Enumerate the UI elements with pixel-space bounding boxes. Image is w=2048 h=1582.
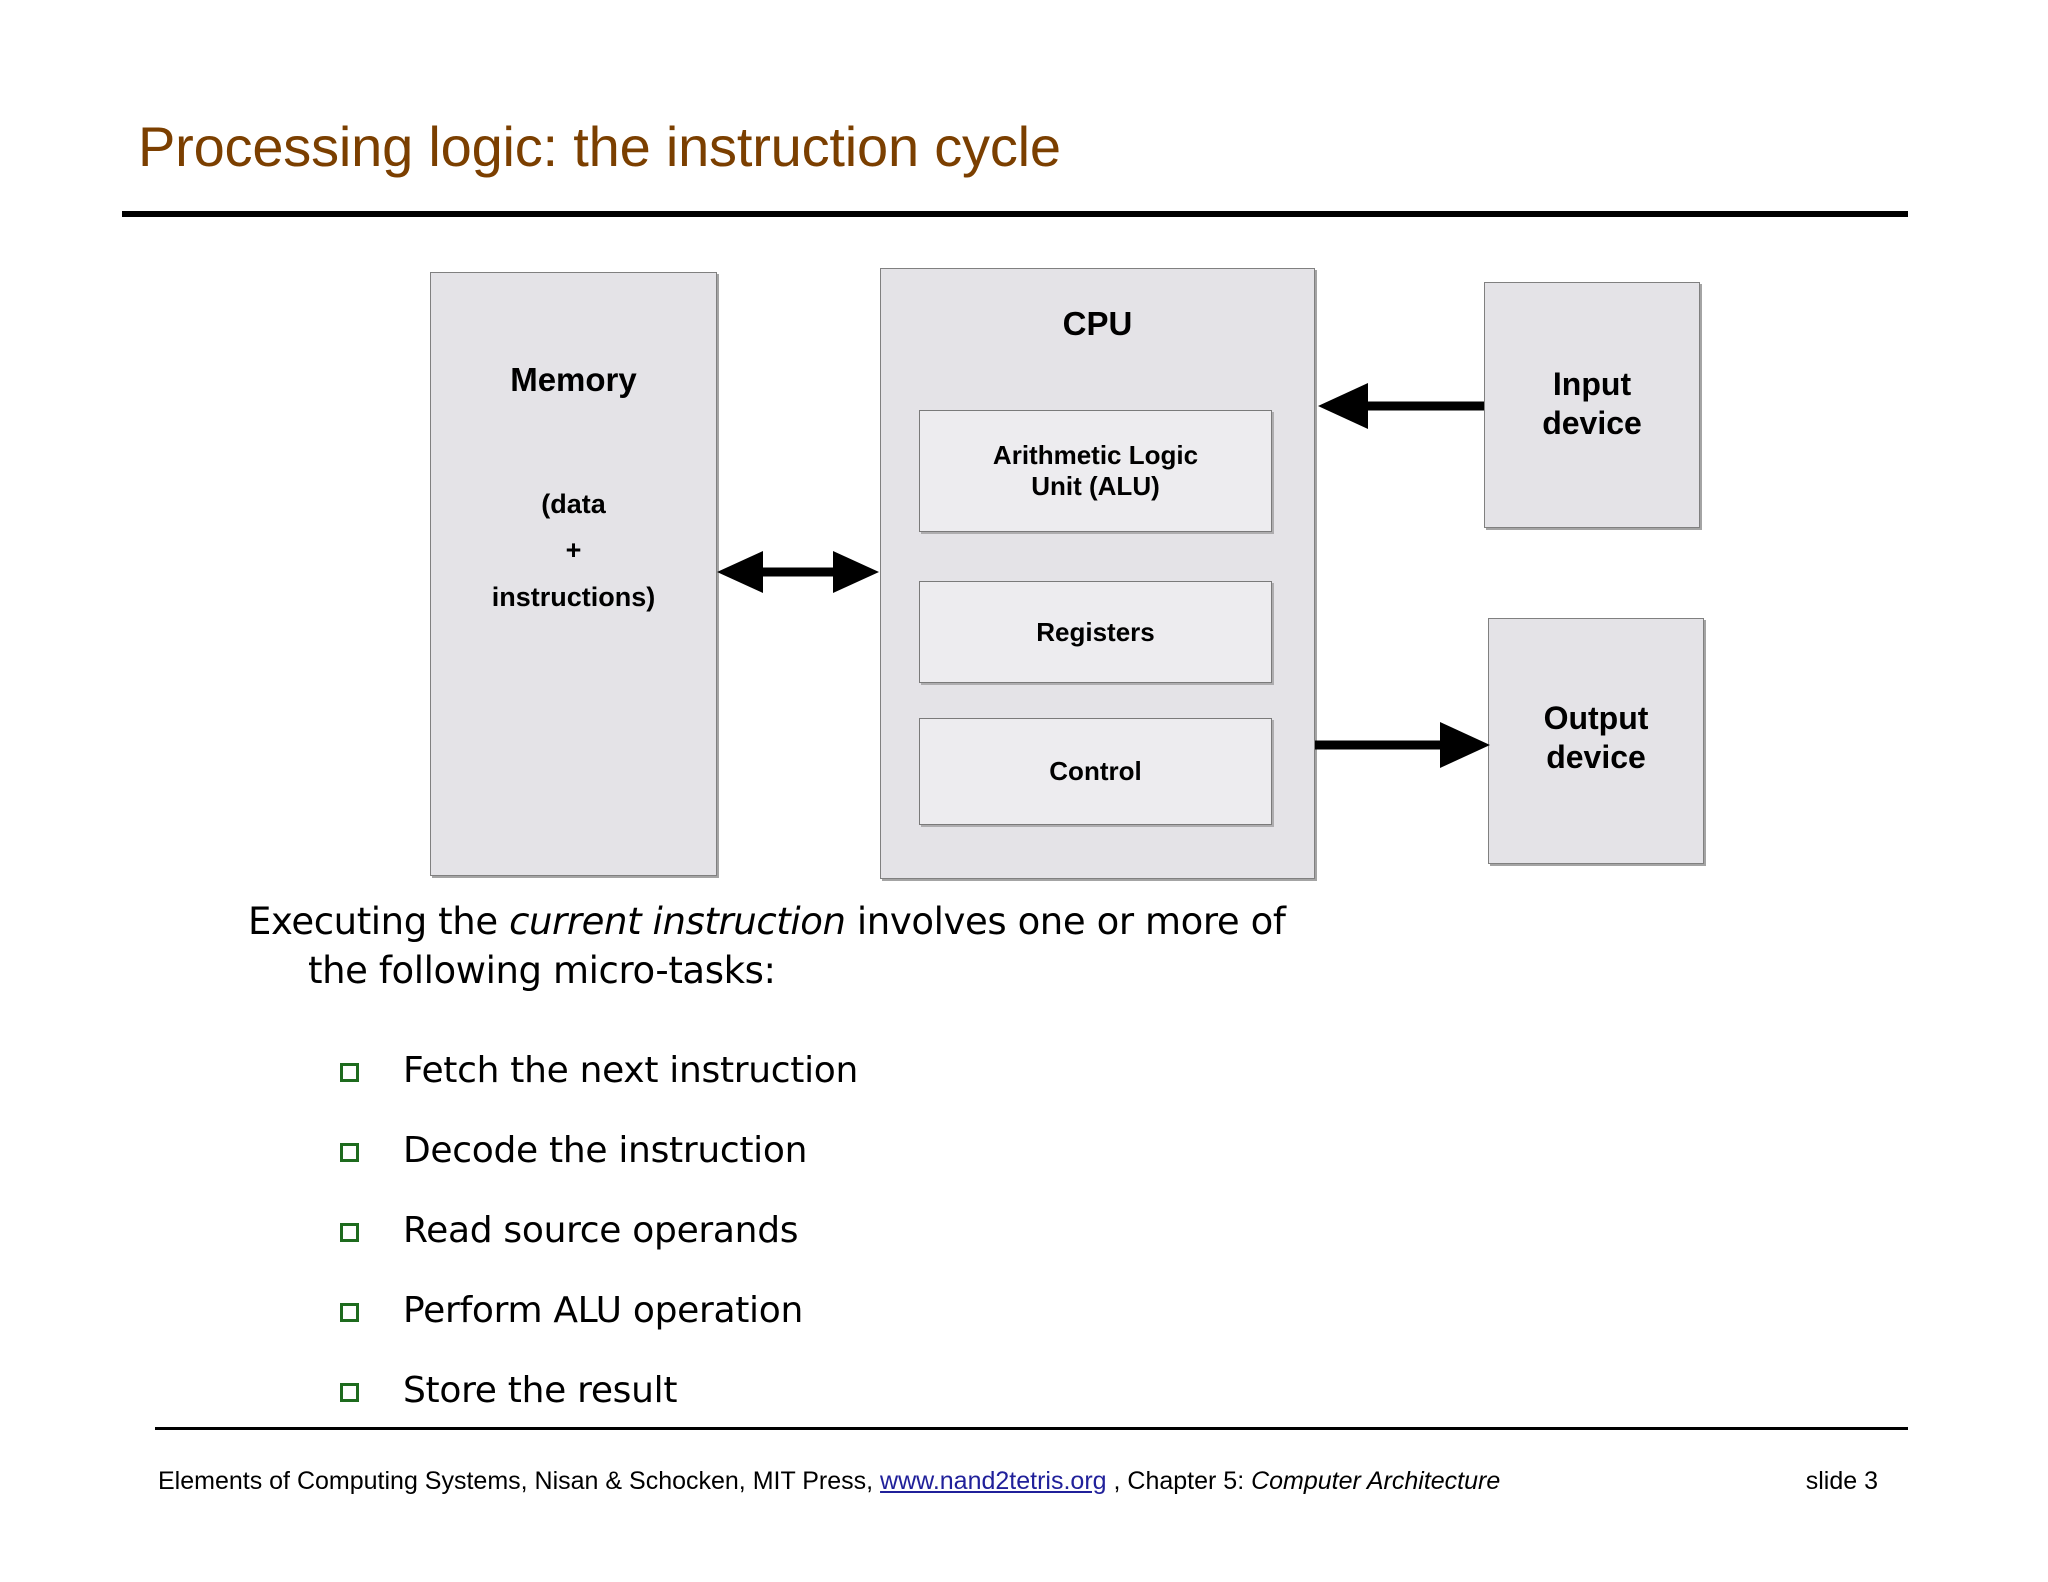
list-item[interactable]: Store the result xyxy=(340,1350,1440,1430)
control-box[interactable]: Control xyxy=(919,718,1272,825)
list-item[interactable]: Perform ALU operation xyxy=(340,1270,1440,1350)
slide-number: slide 3 xyxy=(1805,1467,1878,1495)
output-device-label: Output device xyxy=(1489,699,1703,777)
square-bullet-icon xyxy=(340,1142,359,1162)
list-item-label: Decode the instruction xyxy=(403,1129,808,1171)
micro-tasks-list: Fetch the next instruction Decode the in… xyxy=(340,1030,1440,1430)
footer: Elements of Computing Systems, Nisan & S… xyxy=(158,1467,1908,1496)
memory-sublabel: (data + instructions) xyxy=(431,481,716,620)
input-device-label: Input device xyxy=(1485,365,1699,443)
alu-label-line-2: Unit (ALU) xyxy=(1031,471,1160,501)
footer-divider xyxy=(155,1427,1908,1430)
input-device-label-line-2: device xyxy=(1542,405,1642,442)
intro-emphasis: current instruction xyxy=(509,900,846,943)
footer-chapter-title: Computer Architecture xyxy=(1251,1467,1501,1495)
list-item[interactable]: Read source operands xyxy=(340,1190,1440,1270)
square-bullet-icon xyxy=(340,1382,359,1402)
intro-text-part-1: Executing the xyxy=(248,900,510,943)
memory-cpu-bus-arrow xyxy=(717,551,879,593)
input-to-cpu-arrow xyxy=(1318,383,1484,429)
intro-text-part-2: involves one or more of xyxy=(845,900,1286,943)
registers-box[interactable]: Registers xyxy=(919,581,1272,683)
list-item-label: Store the result xyxy=(403,1369,678,1411)
list-item-label: Fetch the next instruction xyxy=(403,1049,859,1091)
alu-label: Arithmetic Logic Unit (ALU) xyxy=(993,440,1198,501)
cpu-to-output-arrow xyxy=(1315,722,1490,768)
square-bullet-icon xyxy=(340,1062,359,1082)
page-title: Processing logic: the instruction cycle xyxy=(138,115,1061,178)
memory-sub-line-1: (data xyxy=(541,489,606,519)
memory-sub-line-2: + xyxy=(565,535,582,566)
memory-sub-line-3: instructions) xyxy=(491,581,656,612)
alu-box[interactable]: Arithmetic Logic Unit (ALU) xyxy=(919,410,1272,532)
control-label: Control xyxy=(1049,756,1142,787)
footer-text-before-link: Elements of Computing Systems, Nisan & S… xyxy=(158,1467,881,1495)
memory-label: Memory xyxy=(510,361,637,398)
square-bullet-icon xyxy=(340,1302,359,1322)
input-device-box[interactable]: Input device xyxy=(1484,282,1700,528)
alu-label-line-1: Arithmetic Logic xyxy=(992,440,1199,471)
memory-box[interactable]: Memory (data + instructions) xyxy=(430,272,717,876)
intro-line-2: the following micro-tasks: xyxy=(308,948,776,992)
list-item-label: Perform ALU operation xyxy=(403,1289,803,1331)
footer-text-after-link: , Chapter 5: xyxy=(1106,1467,1252,1495)
list-item-label: Read source operands xyxy=(403,1209,799,1251)
input-device-label-line-1: Input xyxy=(1552,366,1632,402)
intro-paragraph: Executing the current instruction involv… xyxy=(248,898,1428,996)
output-device-label-line-1: Output xyxy=(1543,700,1649,736)
list-item[interactable]: Decode the instruction xyxy=(340,1110,1440,1190)
list-item[interactable]: Fetch the next instruction xyxy=(340,1030,1440,1110)
cpu-label: CPU xyxy=(1062,305,1133,342)
nand2tetris-link[interactable]: www.nand2tetris.org xyxy=(880,1467,1107,1495)
output-device-box[interactable]: Output device xyxy=(1488,618,1704,864)
output-device-label-line-2: device xyxy=(1546,739,1646,776)
footer-citation: Elements of Computing Systems, Nisan & S… xyxy=(158,1467,1500,1496)
title-divider xyxy=(122,211,1908,217)
registers-label: Registers xyxy=(1036,616,1155,647)
square-bullet-icon xyxy=(340,1222,359,1242)
